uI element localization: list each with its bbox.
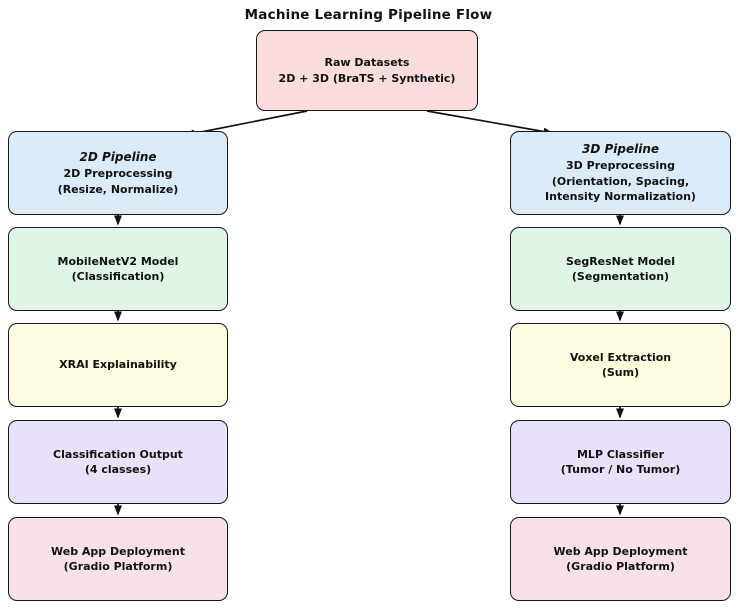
node-line: MLP Classifier [576,447,665,461]
node-line: 3D Preprocessing [566,159,675,173]
node-line: Web App Deployment [51,544,185,558]
pipeline-label-2d: 2D Pipeline [79,150,157,164]
node-line: Raw Datasets [324,56,410,69]
node-line: (Classification) [71,270,165,283]
node-line: MobileNetV2 Model [57,254,179,268]
node-2d-preprocessing: 2D Pipeline 2D Preprocessing (Resize, No… [8,131,228,215]
node-line: (Tumor / No Tumor) [560,463,681,476]
node-line: 2D + 3D (BraTS + Synthetic) [278,71,456,85]
diagram-title: Machine Learning Pipeline Flow [244,7,493,23]
node-line: 2D Preprocessing [63,167,173,180]
node-line: (Resize, Normalize) [57,182,179,196]
node-line: XRAI Explainability [59,358,177,372]
node-line: Classification Output [53,447,183,461]
node-web-app-deployment-3d: Web App Deployment (Gradio Platform) [510,517,731,601]
node-line: Intensity Normalization) [545,190,696,204]
node-xrai-explainability: XRAI Explainability [8,323,228,407]
node-line: (4 classes) [84,463,152,476]
node-mobilenetv2-model: MobileNetV2 Model (Classification) [8,227,228,311]
node-3d-preprocessing: 3D Pipeline 3D Preprocessing (Orientatio… [510,131,731,215]
node-web-app-deployment-2d: Web App Deployment (Gradio Platform) [8,517,228,601]
node-line: (Segmentation) [571,270,670,283]
node-line: (Gradio Platform) [566,560,675,573]
pipeline-label-3d: 3D Pipeline [581,142,660,157]
node-line: (Gradio Platform) [63,560,173,573]
node-line: (Sum) [601,366,640,379]
node-line: SegResNet Model [565,254,676,268]
node-line: (Orientation, Spacing, [551,174,690,188]
node-segresnet-model: SegResNet Model (Segmentation) [510,227,731,311]
node-voxel-extraction: Voxel Extraction (Sum) [510,323,731,407]
node-classification-output: Classification Output (4 classes) [8,420,228,504]
node-line: Web App Deployment [553,544,688,558]
node-raw-datasets: Raw Datasets 2D + 3D (BraTS + Synthetic) [256,30,478,111]
node-mlp-classifier: MLP Classifier (Tumor / No Tumor) [510,420,731,504]
arrow-root-to-3d [426,110,554,136]
node-line: Voxel Extraction [569,350,672,364]
